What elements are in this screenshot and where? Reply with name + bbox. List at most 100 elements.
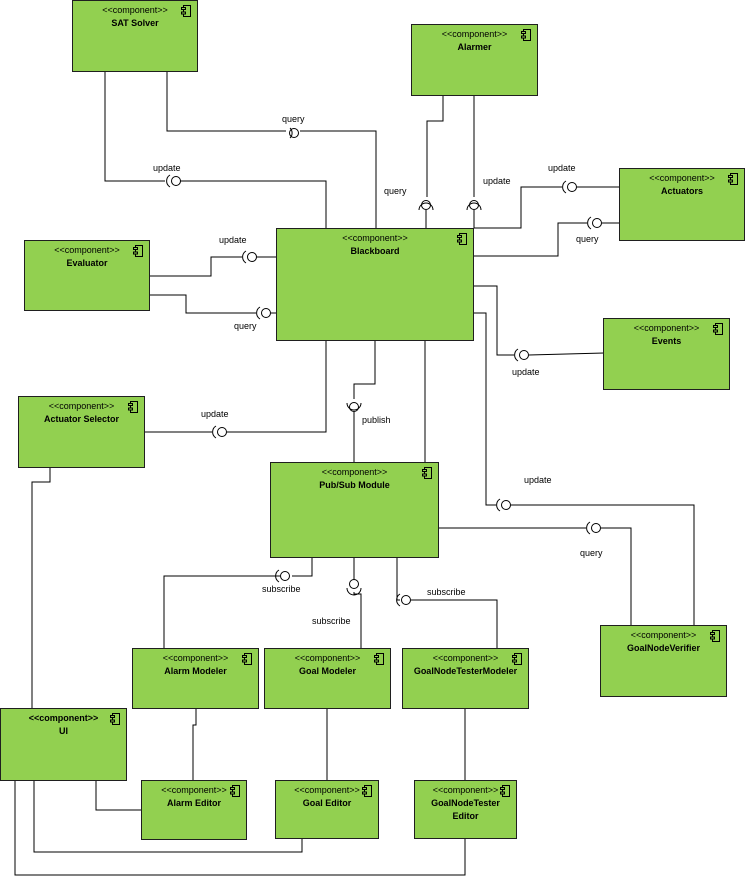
component-name: UI: [59, 726, 68, 736]
component-name: SAT Solver: [111, 18, 159, 28]
evaluator-update-label: update: [219, 235, 247, 245]
actuator-selector-update-label: update: [201, 409, 229, 419]
component-goalnode-verifier[interactable]: <<component>> GoalNodeVerifier: [600, 625, 727, 697]
stereotype-label: <<component>>: [342, 233, 408, 243]
component-icon: [521, 29, 531, 41]
events-update-connector: [474, 285, 605, 362]
component-icon: [713, 323, 723, 335]
component-icon: [422, 467, 432, 479]
stereotype-label: <<component>>: [294, 785, 360, 795]
component-goalnode-tester-editor[interactable]: <<component>> GoalNodeTester Editor: [414, 780, 517, 839]
tester-modeler-subscribe-connector: [396, 558, 498, 648]
component-alarm-editor[interactable]: <<component>> Alarm Editor: [141, 780, 247, 840]
component-icon: [242, 653, 252, 665]
evaluator-query-label: query: [234, 321, 257, 331]
component-icon: [728, 173, 738, 185]
component-ui[interactable]: <<component>> UI: [0, 708, 127, 781]
component-icon: [181, 5, 191, 17]
component-alarm-modeler[interactable]: <<component>> Alarm Modeler: [132, 648, 259, 709]
ui-tester-editor-link: [14, 780, 466, 876]
stereotype-label: <<component>>: [102, 5, 168, 15]
component-pubsub-module[interactable]: <<component>> Pub/Sub Module: [270, 462, 439, 558]
component-name: GoalNodeVerifier: [626, 643, 701, 653]
component-name: GoalNodeTester Editor: [431, 798, 500, 821]
component-blackboard[interactable]: <<component>> Blackboard: [276, 228, 474, 341]
publish-connector: [346, 341, 376, 462]
actuators-query-connector: [474, 216, 619, 257]
stereotype-label: <<component>>: [432, 653, 499, 663]
publish-label: publish: [362, 415, 391, 425]
component-name: Goal Modeler: [298, 666, 356, 676]
ui-goal-editor-link: [33, 780, 303, 853]
tester-modeler-subscribe-label: subscribe: [427, 587, 466, 597]
component-actuator-selector[interactable]: <<component>> Actuator Selector: [18, 396, 145, 468]
component-icon: [133, 245, 143, 257]
alarmer-query-label: query: [384, 186, 407, 196]
component-sat-solver[interactable]: <<component>> SAT Solver: [72, 0, 198, 72]
component-icon: [710, 630, 720, 642]
alarmer-update-label: update: [483, 176, 511, 186]
component-name: GoalNodeTesterModeler: [413, 666, 518, 676]
goal-modeler-subscribe-connector: [346, 558, 362, 648]
component-name: Alarmer: [457, 42, 492, 52]
component-goal-modeler[interactable]: <<component>> Goal Modeler: [264, 648, 391, 709]
selector-ui-link: [31, 468, 51, 708]
actuators-query-label: query: [576, 234, 599, 244]
events-update-label: update: [512, 367, 540, 377]
evaluator-update-connector: [150, 250, 276, 277]
component-icon: [362, 785, 372, 797]
stereotype-label: <<component>>: [162, 653, 229, 663]
stereotype-label: <<component>>: [294, 653, 361, 663]
stereotype-label: <<component>>: [48, 401, 115, 411]
alarm-modeler-subscribe-label: subscribe: [262, 584, 301, 594]
component-icon: [230, 785, 240, 797]
component-icon: [512, 653, 522, 665]
component-name: Goal Editor: [302, 798, 352, 808]
verifier-update-connector: [474, 312, 695, 625]
alarm-modeler-subscribe-connector: [163, 558, 313, 648]
stereotype-label: <<component>>: [432, 785, 499, 795]
component-icon: [374, 653, 384, 665]
component-goal-editor[interactable]: <<component>> Goal Editor: [275, 780, 379, 839]
alarm-modeler-editor-link: [192, 708, 197, 780]
alarmer-update-connector: [466, 96, 482, 228]
evaluator-query-connector: [150, 294, 276, 320]
component-icon: [128, 401, 138, 413]
sat-update-connector: [104, 72, 327, 228]
component-icon: [500, 785, 510, 797]
verifier-query-label: query: [580, 548, 603, 558]
sat-query-connector: [166, 72, 377, 228]
component-actuators[interactable]: <<component>> Actuators: [619, 168, 745, 241]
component-name: Pub/Sub Module: [319, 480, 390, 490]
stereotype-label: <<component>>: [161, 785, 227, 795]
stereotype-label: <<component>>: [321, 467, 388, 477]
component-alarmer[interactable]: <<component>> Alarmer: [411, 24, 538, 96]
stereotype-label: <<component>>: [54, 245, 120, 255]
component-icon: [110, 713, 120, 725]
component-name: Actuators: [660, 186, 703, 196]
stereotype-label: <<component>>: [649, 173, 715, 183]
stereotype-label: <<component>>: [28, 713, 99, 723]
stereotype-label: <<component>>: [633, 323, 700, 333]
stereotype-label: <<component>>: [441, 29, 508, 39]
actuator-selector-update-connector: [145, 341, 327, 439]
verifier-update-label: update: [524, 475, 552, 485]
component-goalnode-tester-modeler[interactable]: <<component>> GoalNodeTesterModeler: [402, 648, 529, 709]
ui-alarm-editor-link: [95, 780, 141, 811]
alarmer-query-connector: [418, 96, 444, 228]
component-events[interactable]: <<component>> Events: [603, 318, 730, 390]
sat-query-label: query: [282, 114, 305, 124]
component-name: Events: [651, 336, 682, 346]
component-name: Evaluator: [66, 258, 108, 268]
goal-modeler-subscribe-label: subscribe: [312, 616, 351, 626]
actuators-update-connector: [474, 180, 619, 229]
component-evaluator[interactable]: <<component>> Evaluator: [24, 240, 150, 311]
sat-update-label: update: [153, 163, 181, 173]
component-name: Blackboard: [350, 246, 400, 256]
actuators-update-label: update: [548, 163, 576, 173]
component-name: Alarm Editor: [166, 798, 221, 808]
component-name: Alarm Modeler: [164, 666, 227, 676]
stereotype-label: <<component>>: [630, 630, 697, 640]
component-name: Actuator Selector: [43, 414, 120, 424]
